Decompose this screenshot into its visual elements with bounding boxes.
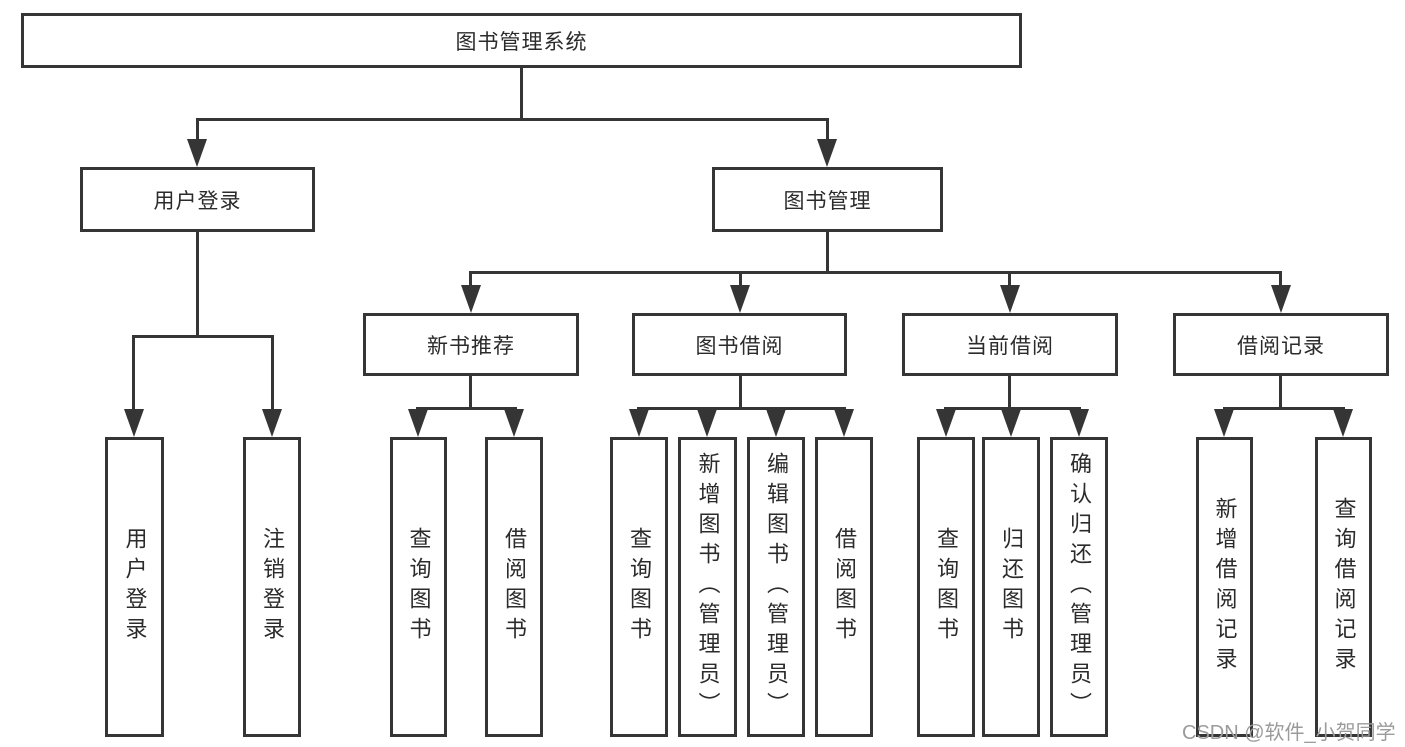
node-book-borrow: 图书借阅 — [632, 313, 847, 376]
arrowhead-leaf-user-login — [124, 409, 144, 437]
arrowhead-borrow-records — [1271, 285, 1291, 313]
connector-current-borrow-bar — [944, 407, 1081, 410]
node-book-management: 图书管理 — [712, 167, 943, 232]
arrowhead-leaf-add-book — [697, 409, 717, 437]
connector-root-bar — [196, 118, 829, 121]
node-borrow-records-label: 借阅记录 — [1237, 334, 1325, 358]
leaf-edit-book-admin-label: 编辑图书（管理员） — [764, 452, 789, 722]
connector-drop-leaf-logout — [271, 335, 274, 413]
node-root-label: 图书管理系统 — [455, 30, 588, 54]
leaf-add-book-admin: 新增图书（管理员） — [678, 437, 737, 737]
connector-drop-book-management — [826, 118, 829, 143]
leaf-add-borrow-record: 新增借阅记录 — [1196, 437, 1253, 737]
connector-book-management-bar — [469, 271, 1282, 274]
connector-book-borrow-bar — [637, 407, 846, 410]
leaf-logout: 注销登录 — [243, 437, 301, 737]
connector-user-login-stem — [196, 232, 199, 338]
connector-user-login-bar — [132, 335, 274, 338]
node-book-borrow-label: 图书借阅 — [695, 334, 784, 358]
leaf-return-book-label: 归还图书 — [999, 527, 1024, 647]
node-new-book-recommend-label: 新书推荐 — [427, 334, 515, 358]
node-current-borrow: 当前借阅 — [902, 313, 1118, 376]
arrowhead-leaf-return-book — [1001, 409, 1021, 437]
leaf-query-book-borrow-label: 查询图书 — [627, 527, 652, 647]
node-root: 图书管理系统 — [21, 13, 1022, 68]
leaf-query-borrow-record: 查询借阅记录 — [1315, 437, 1372, 737]
connector-drop-user-login — [196, 118, 199, 143]
leaf-query-book-current-label: 查询图书 — [934, 527, 959, 647]
node-borrow-records: 借阅记录 — [1173, 313, 1389, 376]
arrowhead-new-book-recommend — [461, 285, 481, 313]
arrowhead-leaf-borrow-book — [834, 409, 854, 437]
connector-current-borrow-stem — [1008, 376, 1011, 410]
connector-drop-new-book-recommend — [469, 271, 472, 289]
connector-borrow-records-bar — [1223, 407, 1345, 410]
leaf-user-login-label: 用户登录 — [122, 527, 148, 647]
node-user-login: 用户登录 — [80, 167, 315, 232]
arrowhead-book-management — [817, 139, 837, 167]
arrowhead-user-login — [187, 139, 207, 167]
leaf-confirm-return-admin-label: 确认归还（管理员） — [1067, 452, 1092, 722]
leaf-query-borrow-record-label: 查询借阅记录 — [1331, 497, 1357, 677]
arrowhead-leaf-borrow-book-recommend — [504, 409, 524, 437]
leaf-add-borrow-record-label: 新增借阅记录 — [1212, 497, 1238, 677]
connector-new-book-recommend-stem — [469, 376, 472, 410]
arrowhead-leaf-query-book-current — [936, 409, 956, 437]
arrowhead-leaf-query-borrow-record — [1333, 409, 1353, 437]
connector-drop-borrow-records — [1279, 271, 1282, 289]
leaf-add-book-admin-label: 新增图书（管理员） — [695, 452, 721, 722]
connector-book-management-stem — [826, 232, 829, 274]
connector-drop-current-borrow — [1008, 271, 1011, 289]
leaf-logout-label: 注销登录 — [260, 527, 285, 647]
connector-drop-book-borrow — [739, 271, 742, 289]
csdn-watermark: CSDN @软件_小贺同学 — [1182, 722, 1396, 744]
leaf-borrow-book: 借阅图书 — [815, 437, 873, 737]
arrowhead-leaf-edit-book — [766, 409, 786, 437]
arrowhead-leaf-query-book-borrow — [629, 409, 649, 437]
leaf-query-book-borrow: 查询图书 — [610, 437, 668, 737]
node-book-management-label: 图书管理 — [783, 189, 872, 213]
arrowhead-leaf-add-borrow-record — [1214, 409, 1234, 437]
connector-new-book-recommend-bar — [416, 407, 517, 410]
leaf-query-book-recommend: 查询图书 — [390, 437, 447, 737]
node-user-login-label: 用户登录 — [153, 189, 242, 213]
arrowhead-current-borrow — [1000, 285, 1020, 313]
leaf-borrow-book-recommend-label: 借阅图书 — [502, 527, 527, 647]
arrowhead-book-borrow — [730, 285, 750, 313]
leaf-edit-book-admin: 编辑图书（管理员） — [747, 437, 805, 737]
connector-drop-leaf-user-login — [132, 335, 135, 413]
arrowhead-leaf-query-book-recommend — [408, 409, 428, 437]
arrowhead-leaf-logout — [262, 409, 282, 437]
leaf-borrow-book-recommend: 借阅图书 — [485, 437, 543, 737]
connector-book-borrow-stem — [739, 376, 742, 410]
node-new-book-recommend: 新书推荐 — [363, 313, 579, 376]
connector-borrow-records-stem — [1279, 376, 1282, 410]
leaf-query-book-recommend-label: 查询图书 — [406, 527, 432, 647]
leaf-user-login: 用户登录 — [105, 437, 164, 737]
leaf-return-book: 归还图书 — [982, 437, 1040, 737]
connector-root-stem — [520, 68, 523, 118]
node-current-borrow-label: 当前借阅 — [966, 334, 1054, 358]
leaf-borrow-book-label: 借阅图书 — [832, 527, 857, 647]
leaf-confirm-return-admin: 确认归还（管理员） — [1050, 437, 1108, 737]
leaf-query-book-current: 查询图书 — [917, 437, 975, 737]
arrowhead-leaf-confirm-return — [1069, 409, 1089, 437]
